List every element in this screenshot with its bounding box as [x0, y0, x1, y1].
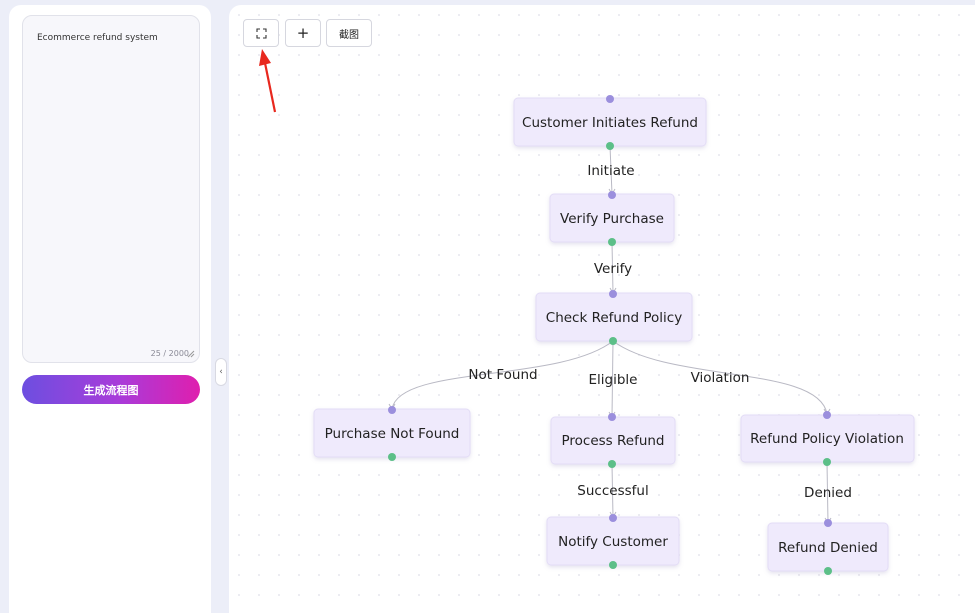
node-check-refund-policy[interactable]: Check Refund Policy	[535, 290, 693, 345]
input-handle[interactable]	[824, 519, 832, 527]
add-node-button[interactable]: +	[285, 19, 321, 47]
input-handle[interactable]	[823, 411, 831, 419]
node-label: Verify Purchase	[560, 211, 664, 227]
node-label: Notify Customer	[558, 534, 668, 550]
node-label: Customer Initiates Refund	[522, 115, 698, 131]
edge-label-not-found: Not Found	[468, 367, 537, 383]
prompt-box: Ecommerce refund system 25 / 2000	[22, 15, 200, 363]
output-handle[interactable]	[824, 567, 832, 575]
left-panel: Ecommerce refund system 25 / 2000 生成流程图	[9, 5, 211, 613]
node-label: Refund Policy Violation	[750, 431, 904, 447]
flow-canvas[interactable]: + 截图	[229, 5, 975, 613]
char-count: 25 / 2000	[150, 349, 189, 358]
output-handle[interactable]	[608, 460, 616, 468]
fullscreen-button[interactable]	[243, 19, 279, 47]
output-handle[interactable]	[606, 142, 614, 150]
node-label: Purchase Not Found	[325, 426, 460, 442]
output-handle[interactable]	[823, 458, 831, 466]
node-label: Process Refund	[561, 433, 664, 449]
node-label: Refund Denied	[778, 540, 878, 556]
edge-label-verify: Verify	[594, 261, 632, 277]
node-label: Check Refund Policy	[546, 310, 682, 326]
annotation-arrow	[259, 49, 277, 113]
screenshot-button[interactable]: 截图	[326, 19, 372, 47]
resize-grip-icon[interactable]	[186, 349, 195, 358]
node-process-refund[interactable]: Process Refund	[550, 413, 676, 468]
edge-label-violation: Violation	[691, 370, 750, 386]
generate-flowchart-button[interactable]: 生成流程图	[22, 375, 200, 404]
output-handle[interactable]	[608, 238, 616, 246]
chevron-left-icon: ‹	[219, 367, 223, 377]
node-verify-purchase[interactable]: Verify Purchase	[549, 191, 675, 246]
input-handle[interactable]	[606, 95, 614, 103]
output-handle[interactable]	[609, 337, 617, 345]
node-notify-customer[interactable]: Notify Customer	[546, 514, 680, 569]
input-handle[interactable]	[608, 191, 616, 199]
prompt-input[interactable]: Ecommerce refund system	[37, 33, 189, 53]
input-handle[interactable]	[388, 406, 396, 414]
node-purchase-not-found[interactable]: Purchase Not Found	[313, 406, 471, 461]
edge-label-successful: Successful	[577, 483, 648, 499]
input-handle[interactable]	[608, 413, 616, 421]
input-handle[interactable]	[609, 514, 617, 522]
node-refund-policy-violation[interactable]: Refund Policy Violation	[740, 411, 915, 466]
collapse-sidebar-button[interactable]: ‹	[215, 358, 227, 386]
output-handle[interactable]	[609, 561, 617, 569]
fullscreen-icon	[255, 27, 267, 39]
edge-label-initiate: Initiate	[587, 163, 634, 179]
node-customer-initiates-refund[interactable]: Customer Initiates Refund	[513, 95, 707, 150]
input-handle[interactable]	[609, 290, 617, 298]
edge-label-denied: Denied	[804, 485, 852, 501]
flow-diagram: Initiate Verify Not Found Eligible Viola…	[259, 49, 915, 575]
edge-label-eligible: Eligible	[589, 372, 638, 388]
output-handle[interactable]	[388, 453, 396, 461]
node-refund-denied[interactable]: Refund Denied	[767, 519, 889, 575]
